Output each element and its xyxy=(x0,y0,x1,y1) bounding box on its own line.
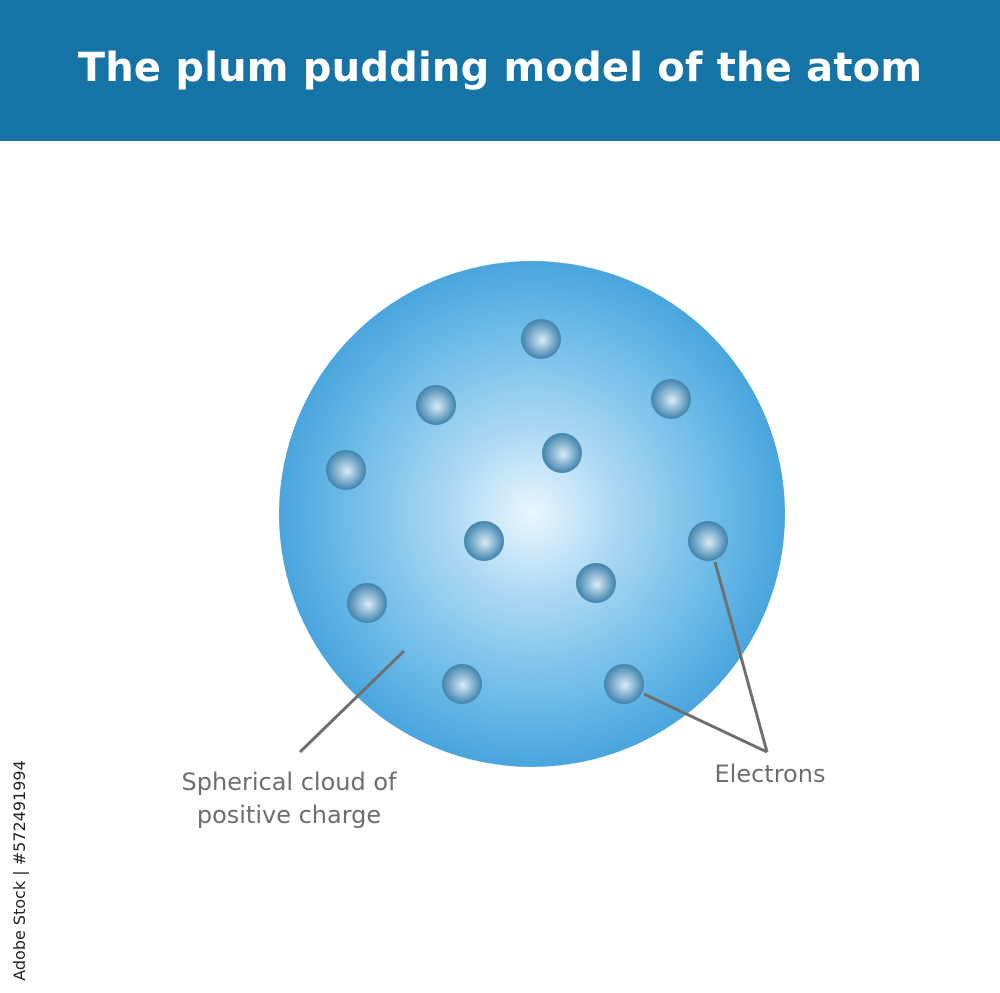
electron xyxy=(521,319,561,359)
cloud-label: Spherical cloud of positive charge xyxy=(181,768,397,829)
electron xyxy=(442,664,482,704)
electron xyxy=(651,379,691,419)
electron-leader-line xyxy=(643,692,768,754)
cloud-leader-line xyxy=(298,649,406,754)
electrons-group xyxy=(326,319,728,704)
stock-id-label: Adobe Stock | #572491994 xyxy=(9,759,29,981)
electron xyxy=(542,433,582,473)
leader-lines xyxy=(298,561,769,754)
stock-id-text: Adobe Stock | #572491994 xyxy=(7,759,31,981)
electron xyxy=(576,563,616,603)
title-banner: The plum pudding model of the atom xyxy=(0,0,1000,141)
electron xyxy=(416,385,456,425)
electron xyxy=(688,521,728,561)
electron xyxy=(347,583,387,623)
electron xyxy=(604,664,644,704)
page-title: The plum pudding model of the atom xyxy=(77,44,923,91)
electron xyxy=(464,521,504,561)
electrons-label: Electrons xyxy=(714,760,826,788)
electron xyxy=(326,450,366,490)
electron-leader-line xyxy=(713,561,769,753)
